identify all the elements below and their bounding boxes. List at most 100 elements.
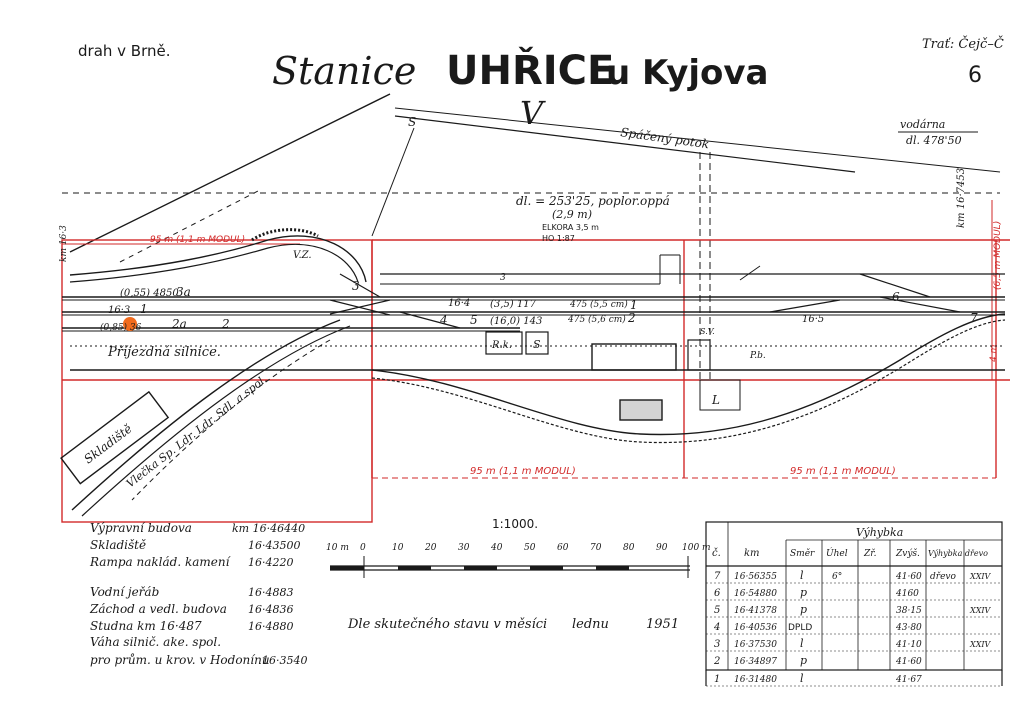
scale-tick-60: 60 <box>557 543 569 553</box>
switch-7: 7 <box>970 311 978 325</box>
row-0-no: 7 <box>714 571 721 582</box>
row-1-dir: p <box>800 586 807 599</box>
scale-bar: 10 m 0 10 20 30 40 50 60 70 80 90 100 m <box>326 543 711 578</box>
module-frame <box>61 200 1010 523</box>
station-buildings <box>485 331 741 421</box>
row-3-val: 43·80 <box>895 623 922 633</box>
row-4-type: XXIV <box>969 640 992 649</box>
brook-label: Spáčený potok <box>620 125 711 151</box>
table-header-6: Výhybka dřevo <box>928 549 988 558</box>
switch-3: 3 <box>352 279 360 293</box>
row-2-no: 5 <box>714 605 720 616</box>
scale-label: 1:1000. <box>492 517 538 531</box>
switch-6: 6 <box>892 290 900 304</box>
page-number: 6 <box>968 63 982 88</box>
building-rk: R.k. <box>491 340 512 351</box>
upper-siding <box>69 228 367 283</box>
water-tower-km: dl. 478'50 <box>906 134 962 147</box>
scale-tick-100: 100 m <box>682 543 711 553</box>
legend-km-4: 16·4836 <box>248 603 294 616</box>
dim-right-4m: 4 m <box>989 344 999 362</box>
scale-tick-30: 30 <box>458 543 470 553</box>
table-header-3: Úhel <box>826 547 848 559</box>
table-row: 3 16·37530 l 41·10 XXIV <box>714 637 992 650</box>
row-1-val: 4160 <box>895 589 919 599</box>
building-sv: S.V. <box>700 327 715 336</box>
lower-loop <box>371 313 1006 444</box>
table-row: 5 16·41378 p 38·15 XXIV <box>714 603 992 616</box>
km-switch-right: 16·5 <box>802 314 824 325</box>
legend-name-0: Výpravní budova <box>90 521 192 535</box>
track-main-3: 3 <box>500 273 506 283</box>
table-row: 6 16·54880 p 4160 <box>714 586 919 599</box>
legend-name-5: Studna km 16·487 <box>90 619 202 633</box>
km-left-margin: km 16·3 <box>59 225 69 262</box>
scale-tick-40: 40 <box>490 543 503 553</box>
building-legend: Výpravní budova km 16·46440 Skladiště 16… <box>89 521 308 667</box>
row-3-dir: DPLD <box>788 623 812 633</box>
row-2-dir: p <box>800 603 807 616</box>
table-header-1: km <box>744 548 760 559</box>
building-s: S <box>533 338 541 351</box>
switch-4: 4 <box>439 313 448 327</box>
line-label: Trať: Čejč–Č <box>922 35 1004 52</box>
scale-unit: 10 m <box>326 543 349 553</box>
table-title: Výhybka <box>856 526 903 539</box>
elkora-label: ELKORA 3,5 m <box>542 223 599 232</box>
table-header-5: Zvýš. <box>895 548 920 559</box>
row-0-mat: dřevo <box>930 571 956 582</box>
warehouse-label: Skladiště <box>81 422 134 467</box>
legend-name-1: Skladiště <box>90 538 146 552</box>
table-header-4: Zř. <box>863 548 877 559</box>
km-switch-left: 16·3 <box>108 305 130 316</box>
row-0-type: XXIV <box>969 572 992 581</box>
title-location: u Kyjova <box>606 53 769 93</box>
water-tower-label: vodárna <box>900 118 945 131</box>
ho-scale-label: HO 1:87 <box>542 234 575 243</box>
row-5-km: 16·34897 <box>734 657 777 667</box>
siding-label: Vlečka Sp. Ldr. Ldr. Sdl. a spol. <box>124 373 270 491</box>
row-2-type: XXIV <box>969 606 992 615</box>
curved-siding <box>71 319 351 517</box>
row-5-val: 41·60 <box>895 657 922 667</box>
station-mark: V <box>520 94 546 132</box>
approach-lines <box>62 93 1001 380</box>
row-1-no: 6 <box>714 588 721 599</box>
title-station-name: UHŘICE <box>446 46 614 94</box>
title-stanice: Stanice <box>272 49 416 93</box>
legend-km-0: km 16·46440 <box>232 522 305 535</box>
scale-tick-80: 80 <box>623 543 635 553</box>
row-5-dir: p <box>800 654 807 667</box>
row-4-dir: l <box>800 637 804 650</box>
row-5-no: 2 <box>713 656 720 667</box>
table-row: 2 16·34897 p 41·60 <box>713 654 922 667</box>
row-3-no: 4 <box>713 622 720 633</box>
dim-length-sub: (2,9 m) <box>552 208 592 221</box>
dims-track-5: 475 (5,5 cm) <box>569 299 628 310</box>
row-4-val: 41·10 <box>895 640 922 650</box>
row-0-angle: 6° <box>832 572 842 582</box>
scale-tick-10: 10 <box>392 543 404 553</box>
dim-bottom-left: 95 m (1,1 m MODUL) <box>470 466 576 477</box>
table-header-0: č. <box>712 548 721 559</box>
km-switch-mid: 16·4 <box>448 298 470 309</box>
legend-km-1: 16·43500 <box>248 539 301 552</box>
legend-name-7: pro prům. u krov. v Hodonínu <box>90 652 270 667</box>
track-3a: 3a <box>176 285 191 299</box>
footnote-text: Dle skutečného stavu v měsíci <box>347 617 547 632</box>
row-0-val: 41·60 <box>895 572 922 582</box>
footnote-month: lednu <box>572 617 609 632</box>
dims-track-1: (0,55) 4850 <box>120 288 179 299</box>
row-2-km: 16·41378 <box>734 606 777 616</box>
dims-track-6: 475 (5,6 cm) <box>567 314 626 325</box>
station-tracks <box>62 254 1005 371</box>
track-main-1: 1 <box>630 298 638 312</box>
vz-label: V.Z. <box>293 250 312 261</box>
row-2-val: 38·15 <box>896 606 922 616</box>
track-main-2: 2 <box>627 311 636 325</box>
row-4-km: 16·37530 <box>734 640 777 650</box>
scale-tick-70: 70 <box>590 543 602 553</box>
legend-name-6: Váha silnič. ake. spol. <box>90 635 221 649</box>
